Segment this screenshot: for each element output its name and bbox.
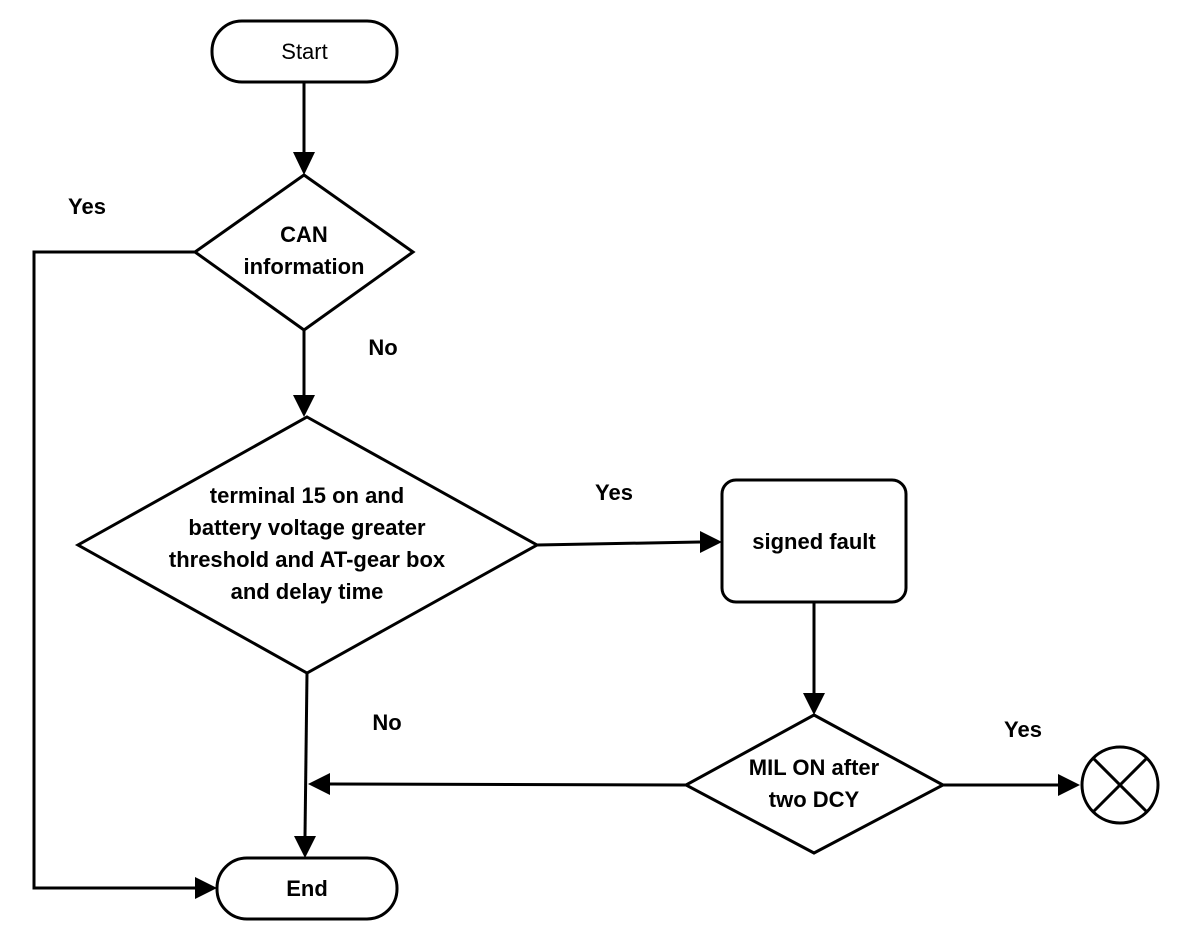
signed-fault-process: signed fault bbox=[720, 478, 908, 604]
condition-no-label: No bbox=[372, 710, 401, 735]
mil-decision-line-2: two DCY bbox=[769, 787, 860, 812]
condition-decision: terminal 15 on and battery voltage great… bbox=[74, 415, 541, 675]
can-decision-line-1: CAN bbox=[280, 222, 328, 247]
arrow-condition-no-to-end bbox=[294, 672, 316, 858]
end-node: End bbox=[215, 856, 399, 921]
end-label: End bbox=[286, 876, 328, 901]
arrow-condition-yes-to-fault bbox=[536, 531, 722, 553]
start-label: Start bbox=[281, 39, 327, 64]
start-node: Start bbox=[210, 19, 399, 84]
condition-line-3: threshold and AT-gear box bbox=[169, 547, 446, 572]
condition-line-1: terminal 15 on and bbox=[210, 483, 404, 508]
arrow-can-no-to-condition bbox=[293, 330, 315, 417]
arrow-fault-to-mil bbox=[803, 602, 825, 715]
can-no-label: No bbox=[368, 335, 397, 360]
mil-decision-line-1: MIL ON after bbox=[749, 755, 880, 780]
condition-yes-label: Yes bbox=[595, 480, 633, 505]
arrow-can-yes-to-end bbox=[32, 250, 217, 899]
mil-decision: MIL ON after two DCY bbox=[682, 713, 947, 855]
crossed-circle-icon bbox=[1080, 745, 1160, 825]
can-yes-label: Yes bbox=[68, 194, 106, 219]
can-decision-line-2: information bbox=[244, 254, 365, 279]
mil-yes-label: Yes bbox=[1004, 717, 1042, 742]
arrow-start-to-can bbox=[293, 82, 315, 175]
condition-line-2: battery voltage greater bbox=[188, 515, 426, 540]
condition-line-4: and delay time bbox=[231, 579, 384, 604]
signed-fault-label: signed fault bbox=[752, 529, 876, 554]
arrow-mil-yes-to-symbol bbox=[943, 774, 1080, 796]
can-information-decision: CAN information bbox=[192, 173, 416, 332]
arrow-mil-to-main-line bbox=[308, 773, 687, 795]
